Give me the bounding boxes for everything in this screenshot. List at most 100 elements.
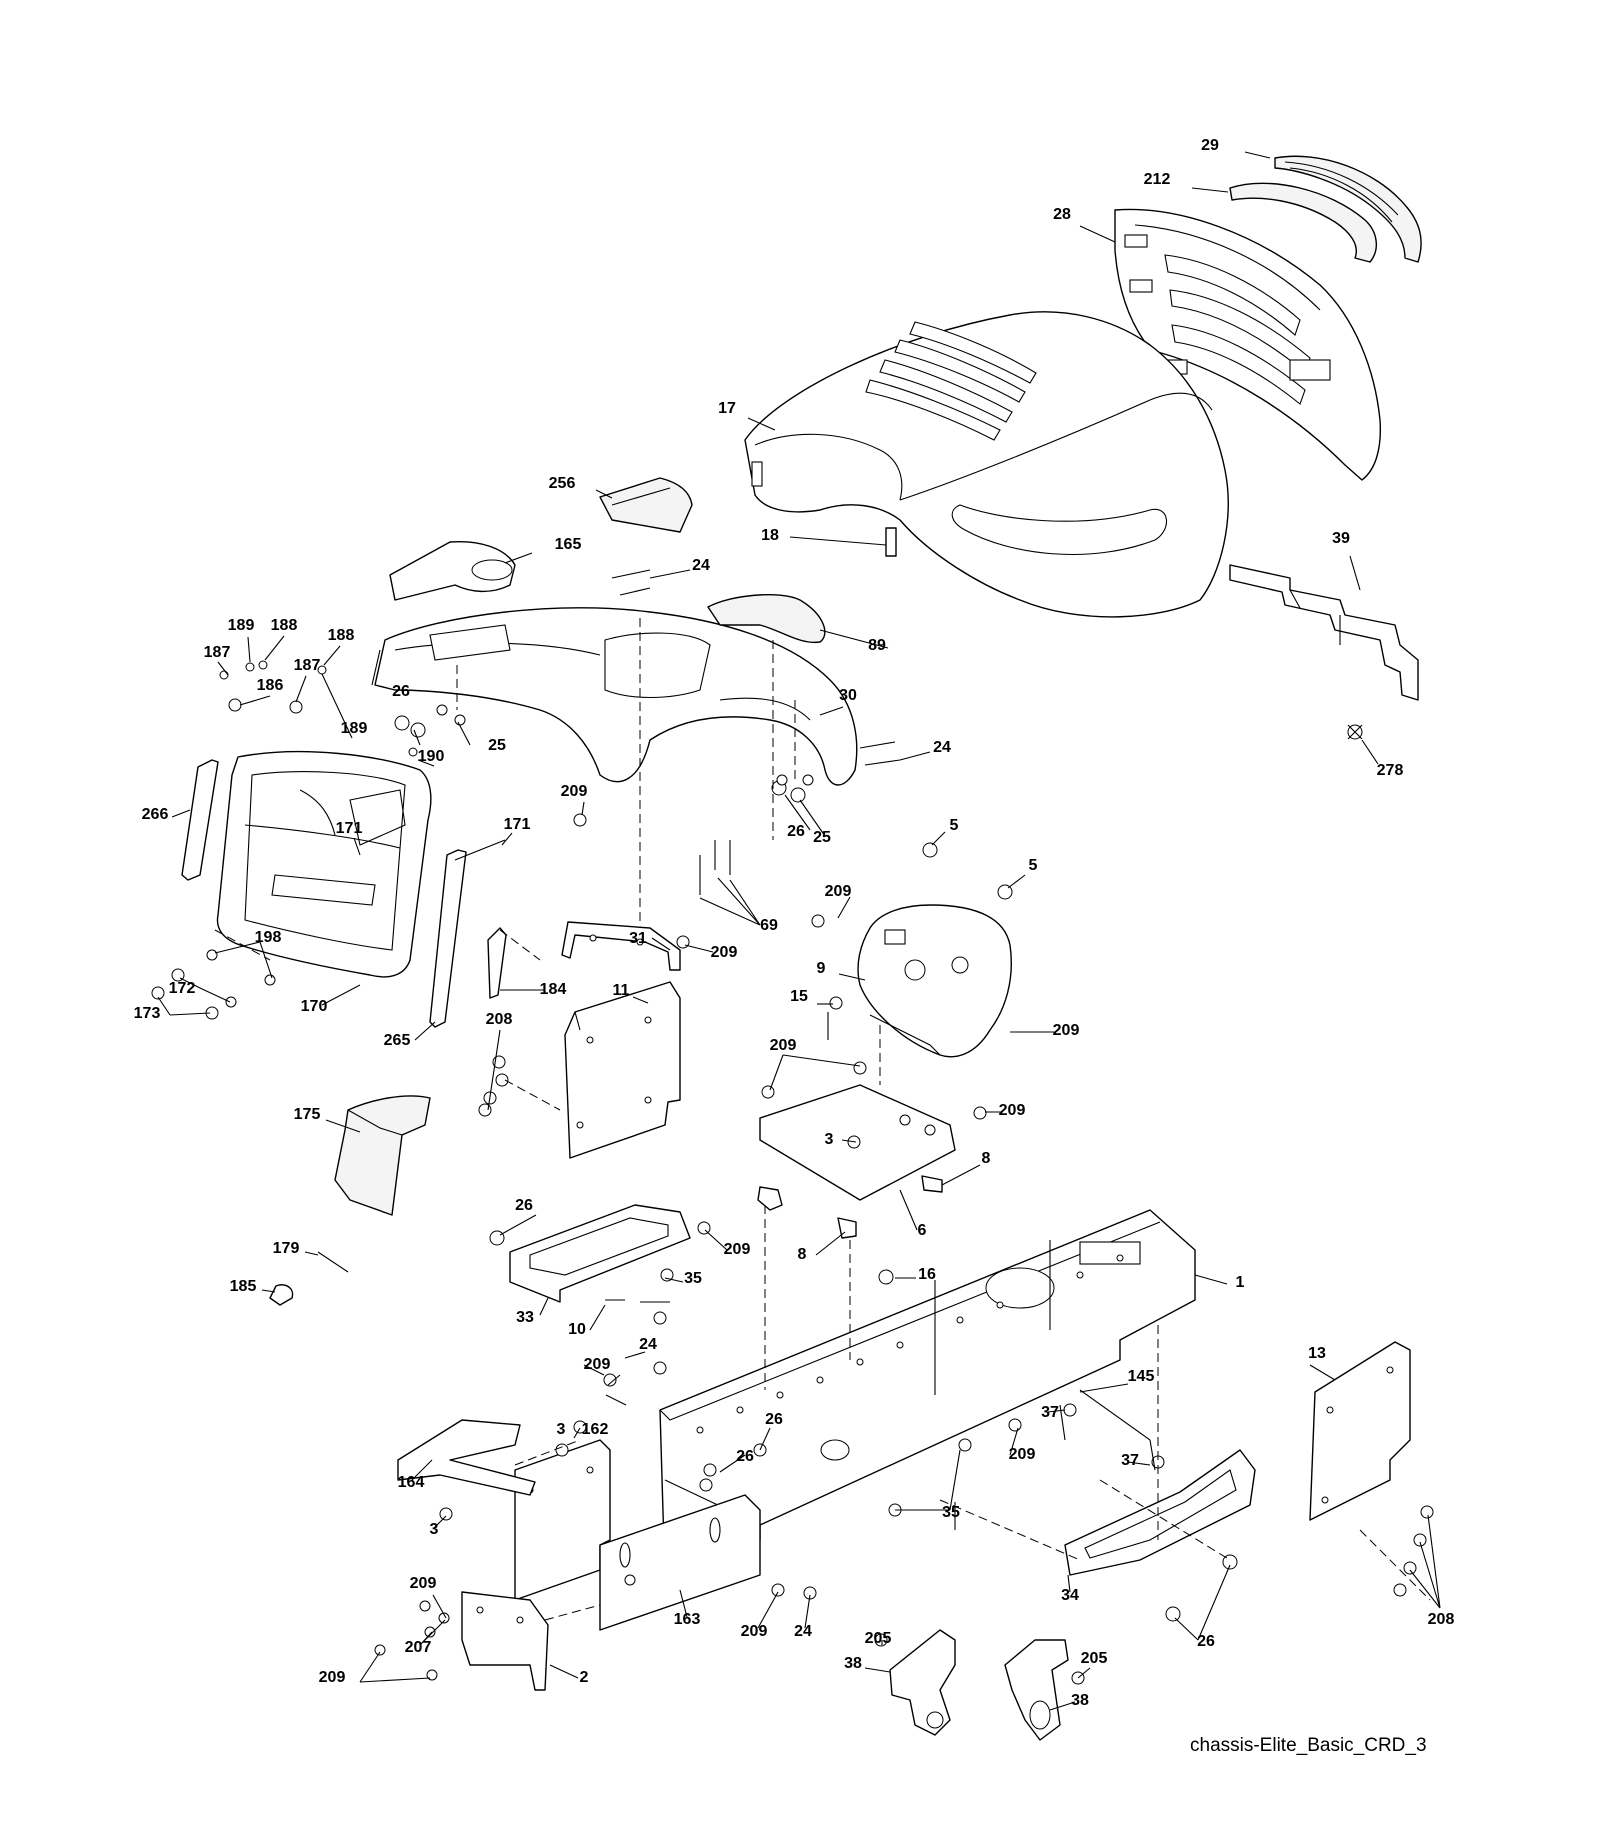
callout-208: 208 bbox=[486, 1011, 513, 1028]
callout-3: 3 bbox=[430, 1521, 439, 1538]
callout-171: 171 bbox=[504, 816, 531, 833]
callout-209: 209 bbox=[711, 944, 738, 961]
callout-8: 8 bbox=[798, 1246, 807, 1263]
bolts bbox=[454, 569, 1156, 1530]
callout-24: 24 bbox=[933, 739, 951, 756]
part-266-rail bbox=[181, 759, 219, 881]
callout-26: 26 bbox=[1197, 1633, 1215, 1650]
callout-209: 209 bbox=[584, 1356, 611, 1373]
callout-209: 209 bbox=[770, 1037, 797, 1054]
part-39-bracket bbox=[1229, 564, 1419, 701]
hardware bbox=[151, 660, 1434, 1685]
callout-2: 2 bbox=[580, 1669, 589, 1686]
callout-26: 26 bbox=[392, 683, 410, 700]
callout-5: 5 bbox=[950, 817, 959, 834]
callout-189: 189 bbox=[228, 617, 255, 634]
callout-35: 35 bbox=[684, 1270, 702, 1287]
part-38-bracket-right bbox=[1004, 1639, 1069, 1741]
part-179-rod bbox=[317, 1251, 349, 1273]
callout-25: 25 bbox=[488, 737, 506, 754]
callout-209: 209 bbox=[410, 1575, 437, 1592]
part-13-side-panel bbox=[1309, 1341, 1411, 1521]
part-164-bumper bbox=[397, 1419, 536, 1496]
part-9-pedal-housing bbox=[857, 904, 1012, 1058]
part-17-hood bbox=[744, 311, 1229, 618]
callout-24: 24 bbox=[639, 1336, 657, 1353]
callout-187: 187 bbox=[294, 657, 321, 674]
callout-11: 11 bbox=[613, 982, 630, 999]
callout-13: 13 bbox=[1308, 1345, 1326, 1362]
alignment-lines bbox=[214, 618, 1431, 1621]
part-18-pin bbox=[885, 527, 897, 557]
callout-8: 8 bbox=[982, 1150, 991, 1167]
part-28-grille-housing bbox=[1114, 208, 1382, 481]
callout-165: 165 bbox=[555, 536, 582, 553]
callout-31: 31 bbox=[629, 930, 647, 947]
callout-10: 10 bbox=[568, 1321, 586, 1338]
callout-209: 209 bbox=[1009, 1446, 1036, 1463]
callout-164: 164 bbox=[398, 1474, 425, 1491]
callout-25: 25 bbox=[813, 829, 831, 846]
callout-17: 17 bbox=[718, 400, 736, 417]
callout-188: 188 bbox=[328, 627, 355, 644]
part-30-dash-fender bbox=[371, 607, 858, 786]
callout-265: 265 bbox=[384, 1032, 411, 1049]
callout-30: 30 bbox=[839, 687, 857, 704]
callout-186: 186 bbox=[257, 677, 284, 694]
part-2-hitch-plate bbox=[461, 1591, 549, 1691]
callout-170: 170 bbox=[301, 998, 328, 1015]
part-162-front-plate bbox=[514, 1439, 611, 1601]
part-265-rail bbox=[429, 849, 467, 1028]
callout-189: 189 bbox=[341, 720, 368, 737]
callout-33: 33 bbox=[516, 1309, 534, 1326]
callout-187: 187 bbox=[204, 644, 231, 661]
callout-38: 38 bbox=[844, 1655, 862, 1672]
callout-209: 209 bbox=[561, 783, 588, 800]
callout-5: 5 bbox=[1029, 857, 1038, 874]
part-170-seat-frame bbox=[216, 751, 432, 978]
part-163-lower-panel bbox=[599, 1494, 761, 1631]
part-256-cover-plate bbox=[599, 477, 693, 533]
part-278-screw bbox=[1347, 724, 1363, 740]
callout-6: 6 bbox=[918, 1222, 927, 1239]
callout-256: 256 bbox=[549, 475, 576, 492]
part-175-shield bbox=[334, 1095, 431, 1216]
callout-28: 28 bbox=[1053, 206, 1071, 223]
callout-184: 184 bbox=[540, 981, 567, 998]
callout-173: 173 bbox=[134, 1005, 161, 1022]
callout-208: 208 bbox=[1428, 1611, 1455, 1628]
callout-38: 38 bbox=[1071, 1692, 1089, 1709]
callout-212: 212 bbox=[1144, 171, 1171, 188]
callout-37: 37 bbox=[1041, 1404, 1059, 1421]
part-145-link bbox=[1079, 1389, 1151, 1441]
callout-185: 185 bbox=[230, 1278, 257, 1295]
callout-26: 26 bbox=[736, 1448, 754, 1465]
part-185-clip bbox=[269, 1284, 294, 1306]
callout-266: 266 bbox=[142, 806, 169, 823]
callout-207: 207 bbox=[405, 1639, 432, 1656]
callout-1: 1 bbox=[1236, 1274, 1245, 1291]
callout-209: 209 bbox=[825, 883, 852, 900]
callout-69: 69 bbox=[760, 917, 778, 934]
part-29-grille-strip bbox=[1274, 155, 1422, 263]
callout-26: 26 bbox=[765, 1411, 783, 1428]
part-89-pedal-cover bbox=[707, 593, 826, 644]
callout-205: 205 bbox=[865, 1630, 892, 1647]
callout-209: 209 bbox=[741, 1623, 768, 1640]
callout-29: 29 bbox=[1201, 137, 1219, 154]
callout-34: 34 bbox=[1061, 1587, 1079, 1604]
callout-15: 15 bbox=[790, 988, 808, 1005]
part-8-clip bbox=[757, 1175, 943, 1239]
callout-172: 172 bbox=[169, 980, 196, 997]
part-34-footrest bbox=[1064, 1449, 1256, 1576]
callout-39: 39 bbox=[1332, 530, 1350, 547]
callout-24: 24 bbox=[794, 1623, 812, 1640]
callout-171: 171 bbox=[336, 820, 363, 837]
callout-3: 3 bbox=[825, 1131, 834, 1148]
diagram-caption: chassis-Elite_Basic_CRD_3 bbox=[1190, 1735, 1427, 1756]
callout-209: 209 bbox=[319, 1669, 346, 1686]
part-184-bracket bbox=[487, 927, 507, 999]
callout-16: 16 bbox=[918, 1266, 936, 1283]
part-1-main-frame bbox=[659, 1209, 1196, 1581]
